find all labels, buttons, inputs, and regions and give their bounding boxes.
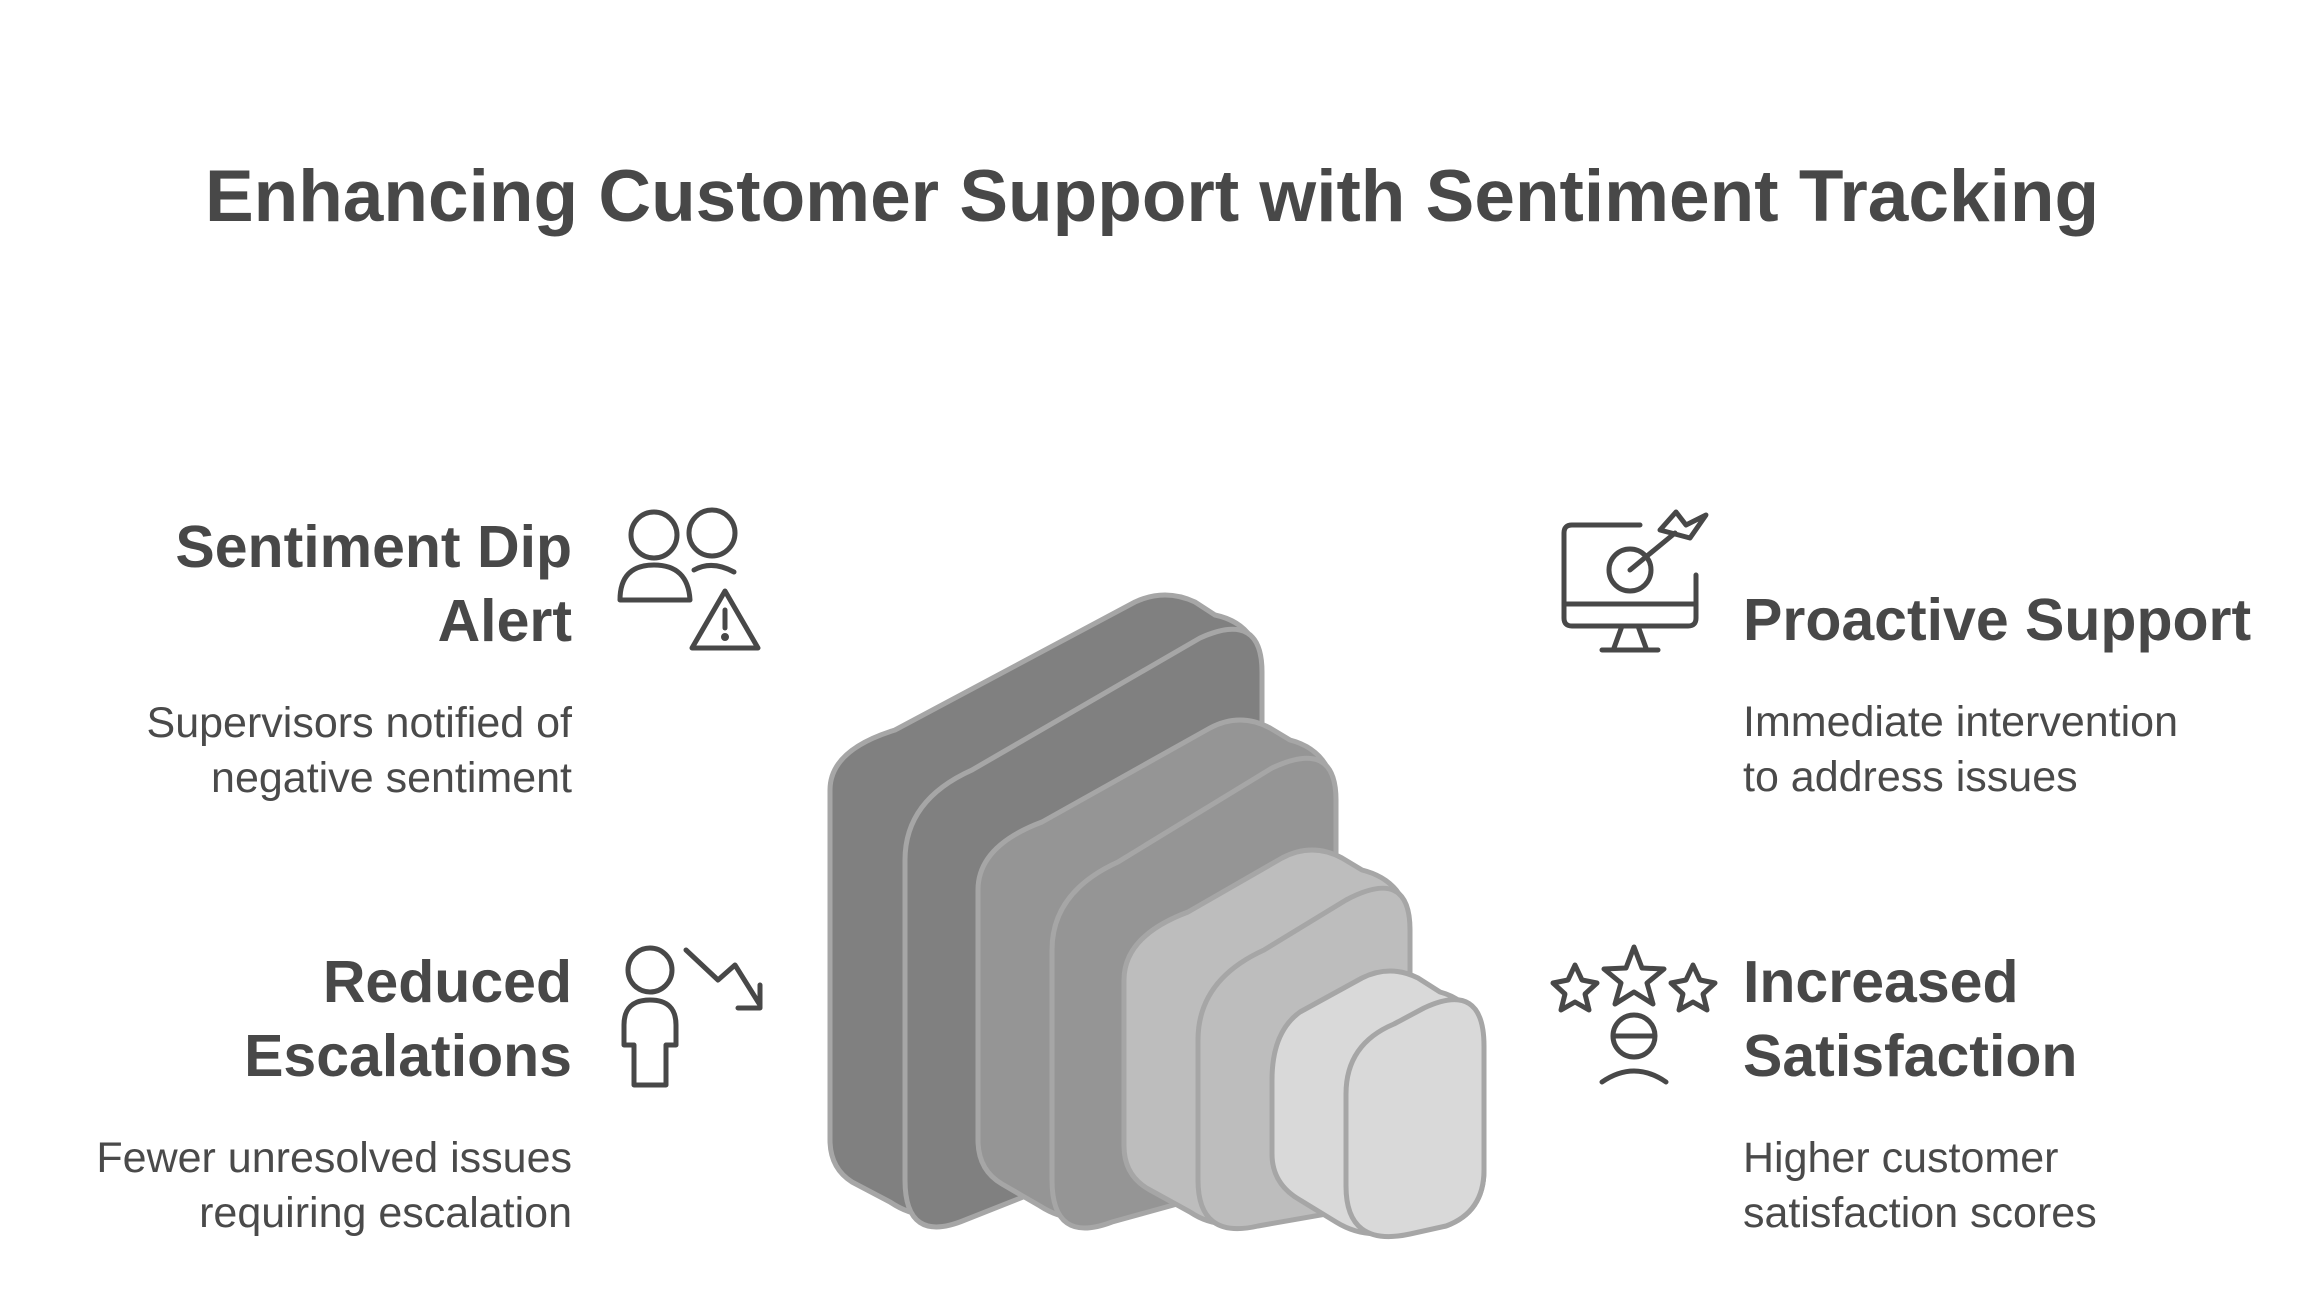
layer-4-front <box>1343 997 1487 1240</box>
item-sentiment-dip-alert: Sentiment Dip Alert Supervisors notified… <box>0 510 572 806</box>
person-trend-down-icon <box>621 945 763 1088</box>
item-description: Higher customer satisfaction scores <box>1743 1134 2097 1237</box>
item-heading: Increased Satisfaction <box>1743 949 2078 1089</box>
item-description: Fewer unresolved issues requiring escala… <box>96 1134 572 1237</box>
stars-person-icon <box>1550 944 1718 1085</box>
item-reduced-escalations: Reduced Escalations Fewer unresolved iss… <box>0 945 572 1241</box>
monitor-target-icon <box>1561 509 1709 653</box>
item-proactive-support: Proactive Support Immediate intervention… <box>1743 583 2283 805</box>
page-title: Enhancing Customer Support with Sentimen… <box>204 156 2100 237</box>
item-description: Supervisors notified of negative sentime… <box>146 699 572 802</box>
item-increased-satisfaction: Increased Satisfaction Higher customer s… <box>1743 945 2283 1241</box>
item-heading: Reduced Escalations <box>244 949 572 1089</box>
users-alert-icon <box>617 507 761 651</box>
item-description: Immediate intervention to address issues <box>1743 698 2178 801</box>
item-heading: Proactive Support <box>1743 587 2252 653</box>
item-heading: Sentiment Dip Alert <box>175 514 572 654</box>
